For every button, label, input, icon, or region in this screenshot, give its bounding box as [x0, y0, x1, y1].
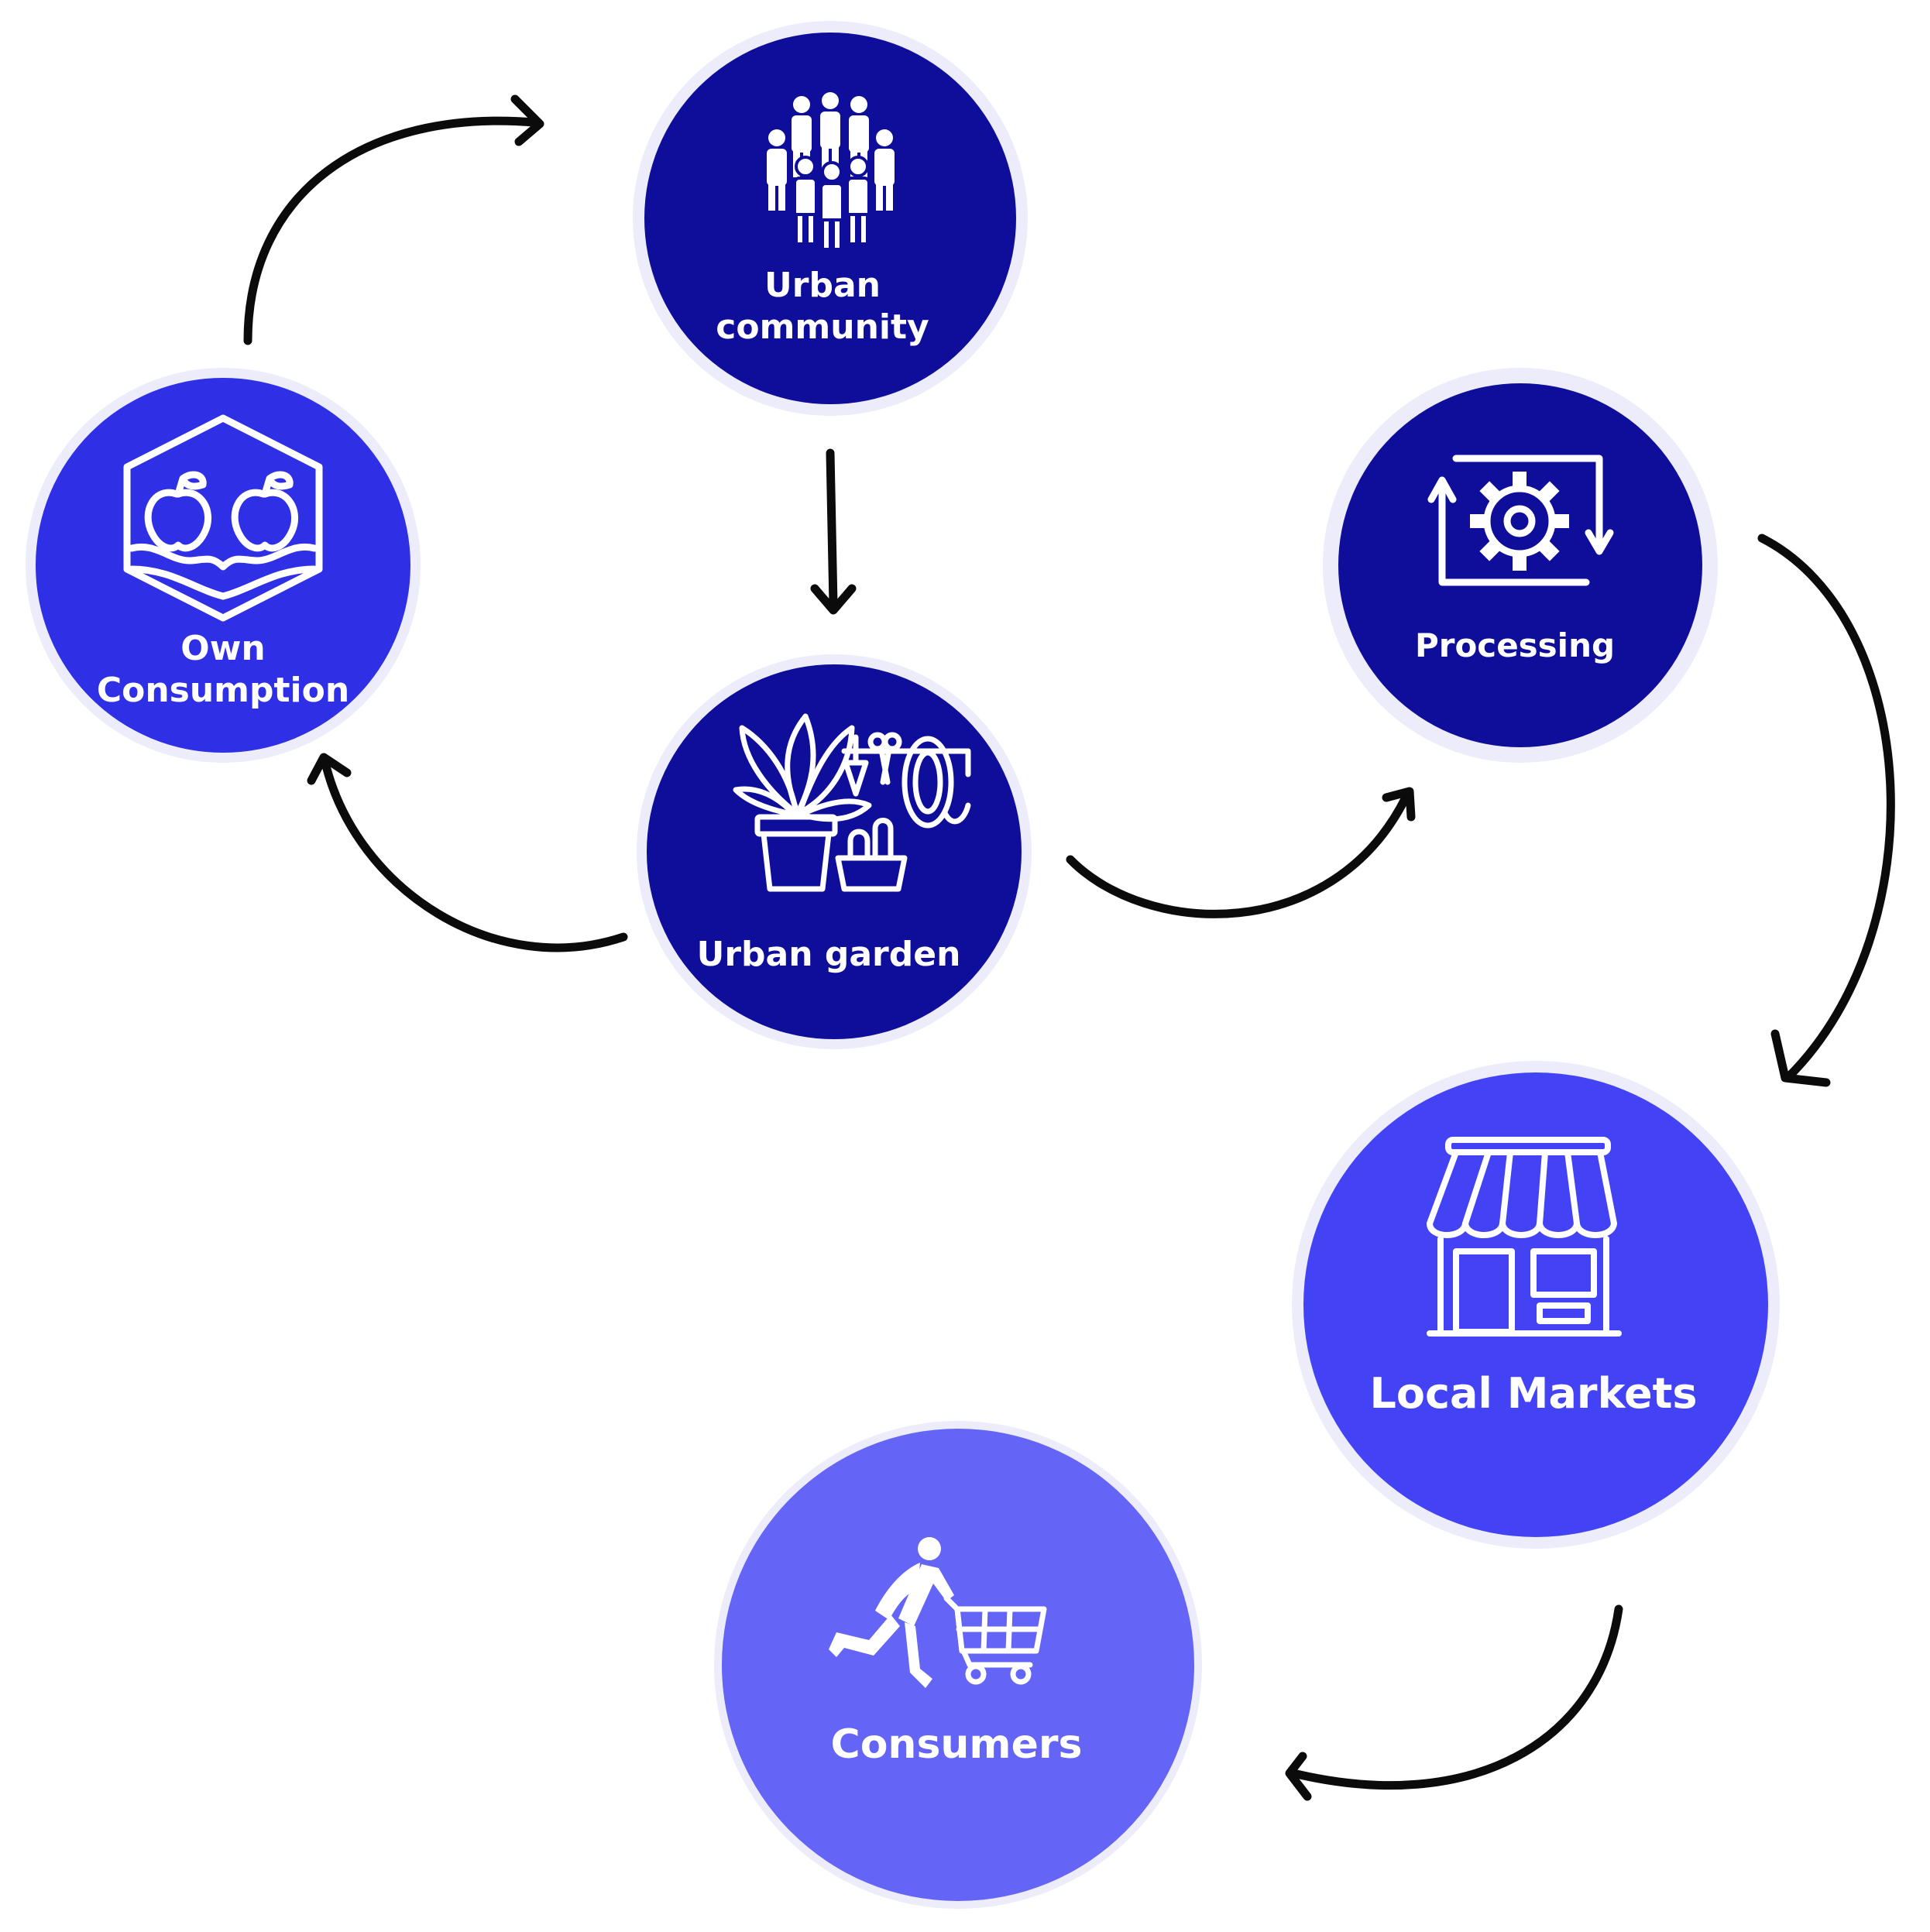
processing-label: Processing: [1415, 626, 1615, 664]
urban-garden-circle: [647, 664, 1022, 1039]
arrow-urban-community-to-urban-garden: [810, 448, 857, 615]
local-markets-circle: [1303, 1072, 1768, 1537]
node-local-markets: Local Markets: [1292, 1061, 1780, 1549]
storefront-icon: [1427, 1137, 1622, 1337]
local-markets-label: Local Markets: [1369, 1369, 1697, 1418]
own-consumption-label-line1: Own: [180, 629, 265, 668]
arrow-local-markets-to-consumers: [1285, 1604, 1623, 1801]
node-consumers: Consumers: [714, 1421, 1202, 1909]
consumers-label: Consumers: [831, 1721, 1083, 1768]
connector-arrows: [243, 94, 1895, 1801]
node-processing: Processing: [1323, 368, 1718, 763]
urban-garden-label: Urban garden: [697, 935, 961, 974]
shopper-cart-icon: [829, 1537, 1047, 1688]
urban-community-label-line2: community: [716, 307, 929, 347]
fruit-in-hands-icon: [123, 414, 323, 622]
node-urban-garden: Urban garden: [637, 654, 1032, 1049]
gear-process-icon: [1427, 455, 1614, 586]
potted-plants-tools-icon: [733, 713, 971, 892]
node-own-consumption: Own Consumption: [26, 368, 421, 763]
urban-community-label-line1: Urban: [764, 266, 881, 305]
consumers-circle: [722, 1429, 1194, 1901]
people-group-icon: [767, 92, 895, 251]
arrow-processing-to-local-markets: [1757, 534, 1895, 1087]
arrow-own-consumption-to-urban-community: [243, 94, 544, 345]
node-urban-community: Urban community: [633, 21, 1028, 416]
arrow-urban-garden-to-own-consumption: [307, 753, 628, 952]
own-consumption-label-line2: Consumption: [97, 671, 349, 710]
arrow-urban-garden-to-processing: [1066, 787, 1416, 918]
